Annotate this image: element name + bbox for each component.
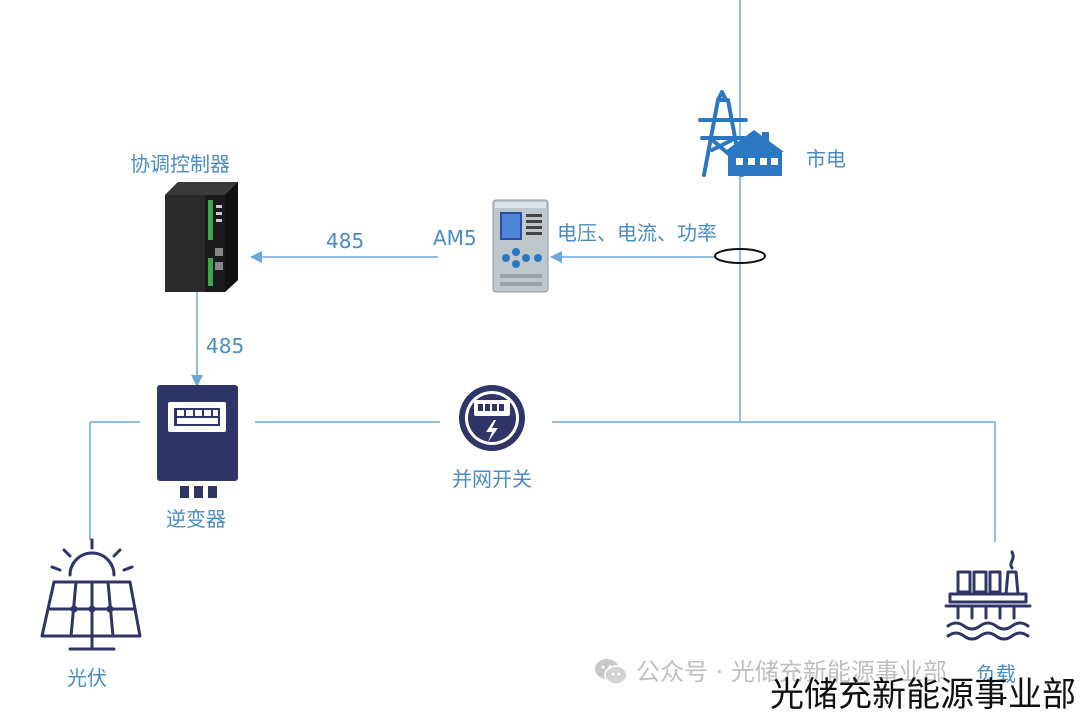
load-label: 负载	[976, 662, 1016, 686]
controller-label: 协调控制器	[130, 152, 230, 176]
wechat-icon	[595, 659, 628, 685]
solar-panel-dots	[70, 605, 114, 613]
inverter-icon	[157, 385, 238, 498]
brand-watermark: 光储充新能源事业部	[770, 675, 1076, 715]
inverter-label: 逆变器	[166, 507, 226, 531]
solar-panel-icon	[40, 538, 142, 651]
grid-switch-label: 并网开关	[452, 467, 532, 491]
power-tower-icon	[698, 90, 748, 177]
house-icon	[724, 130, 784, 176]
wechat-watermark-text: 公众号 · 光储充新能源事业部	[636, 658, 947, 686]
measurements-label: 电压、电流、功率	[557, 221, 717, 245]
load-factory-icon	[944, 550, 1032, 641]
link-485-side-label: 485	[206, 334, 245, 358]
controller-device-icon	[165, 182, 238, 292]
current-transformer-icon	[714, 248, 766, 264]
pv-label: 光伏	[67, 666, 107, 690]
link-485-top-label: 485	[326, 229, 365, 253]
wechat-watermark: 公众号 · 光储充新能源事业部	[594, 658, 947, 686]
am5-meter-device-icon	[492, 199, 549, 293]
grid-label: 市电	[806, 147, 846, 171]
grid-switch-icon	[459, 385, 525, 451]
meter-label: AM5	[433, 226, 477, 250]
